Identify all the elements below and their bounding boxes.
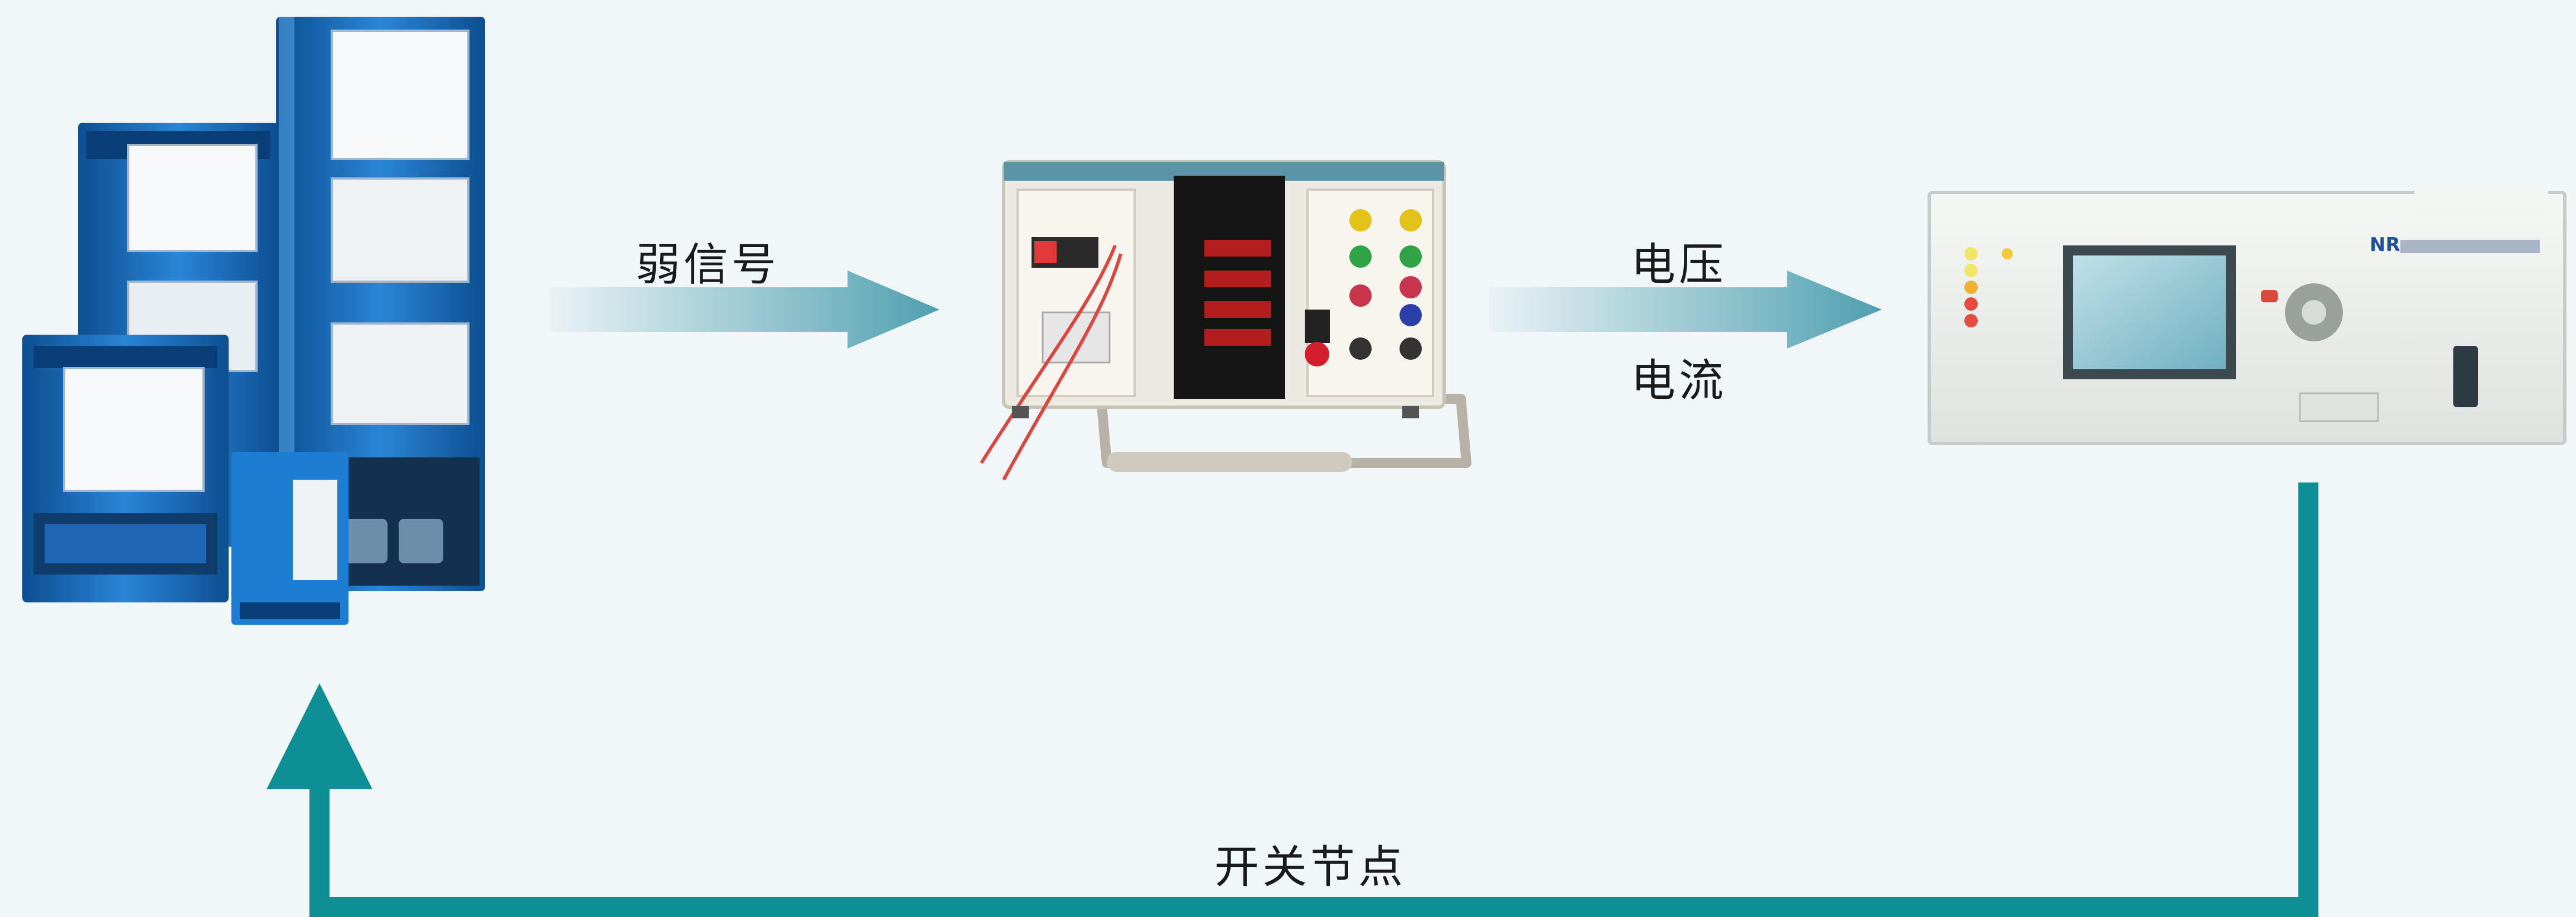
svg-text:NR: NR [2370, 234, 2400, 256]
protection-relay-icon: NR [1928, 187, 2567, 445]
label-current: 电流 [1631, 355, 1727, 407]
relay-test-set-icon [980, 160, 1471, 481]
rtds-cabinet-icon [22, 17, 485, 625]
label-weak-signal: 弱信号 [636, 239, 779, 291]
weak-signal-arrow [549, 271, 940, 349]
label-switch-contact: 开关节点 [1214, 841, 1406, 893]
feedback-line [309, 482, 2318, 917]
label-voltage: 电压 [1631, 239, 1727, 291]
voltage-current-arrow [1489, 271, 1882, 349]
feedback-arrowhead [267, 683, 372, 789]
